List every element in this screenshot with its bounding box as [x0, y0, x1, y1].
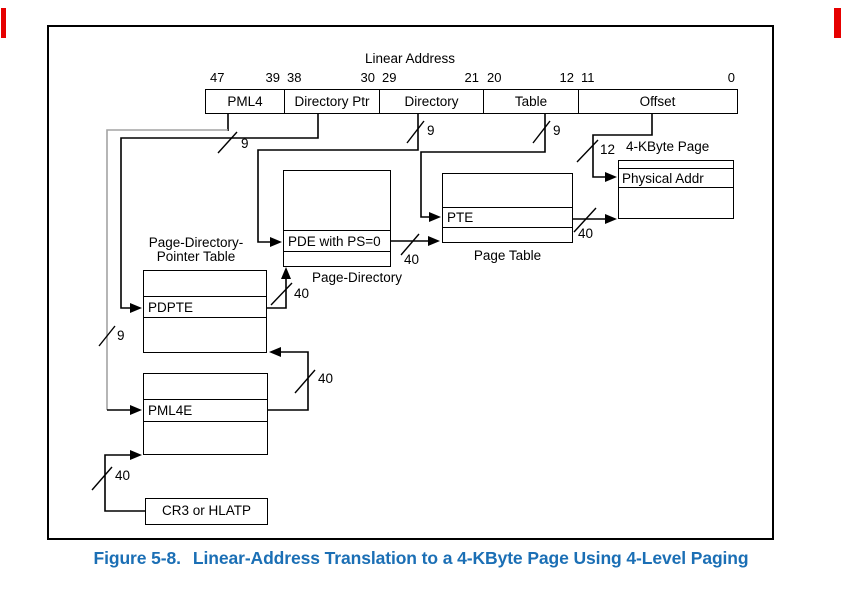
pdpt-box [143, 270, 267, 353]
label-page-directory: Page-Directory [311, 270, 403, 285]
bit-label-38: 38 [287, 70, 302, 85]
label-pdpt-line2: Pointer Table [156, 249, 236, 264]
width-label-pte: 40 [578, 226, 594, 241]
entry-pdpte: PDPTE [148, 300, 194, 315]
entry-pte: PTE [447, 210, 474, 225]
label-pdpt-line1: Page-Directory- [148, 235, 244, 250]
width-label-directory: 9 [427, 123, 435, 138]
width-label-pde: 40 [404, 252, 420, 267]
bit-label-39: 39 [265, 70, 280, 85]
red-annotation-right [834, 8, 841, 38]
divider [144, 421, 267, 422]
divider [284, 230, 390, 231]
divider [144, 399, 267, 400]
entry-physical-addr: Physical Addr [622, 171, 704, 186]
divider [619, 187, 733, 188]
label-4kbyte-page: 4-KByte Page [626, 139, 710, 154]
cr3-box: CR3 or HLATP [145, 498, 268, 525]
page-directory-box [283, 170, 391, 267]
width-label-pml4: 9 [117, 328, 125, 343]
page-table-box [442, 173, 573, 243]
divider [144, 296, 266, 297]
figure-frame [47, 25, 774, 540]
field-directory-ptr: Directory Ptr [284, 90, 379, 113]
bit-label-20: 20 [487, 70, 502, 85]
entry-pml4e: PML4E [148, 403, 193, 418]
bit-label-11: 11 [581, 70, 595, 85]
red-annotation-left [1, 8, 6, 38]
divider [284, 251, 390, 252]
label-page-table: Page Table [473, 248, 542, 263]
pml4-table-box [143, 373, 268, 455]
field-table: Table [483, 90, 578, 113]
divider [443, 227, 572, 228]
page-4k-box [618, 160, 734, 219]
figure-caption-prefix: Figure 5-8. [93, 548, 182, 568]
divider [144, 317, 266, 318]
divider [619, 168, 733, 169]
entry-pde: PDE with PS=0 [288, 234, 381, 249]
width-label-dirptr: 9 [241, 136, 249, 151]
divider [443, 207, 572, 208]
bit-label-21: 21 [464, 70, 479, 85]
figure-caption: Figure 5-8. Linear-Address Translation to… [0, 548, 842, 569]
field-directory: Directory [379, 90, 483, 113]
field-pml4: PML4 [227, 94, 263, 109]
bit-label-12: 12 [559, 70, 574, 85]
width-label-offset: 12 [600, 142, 616, 157]
figure-caption-text: Linear-Address Translation to a 4-KByte … [192, 548, 749, 568]
linear-address-box: PML4 Directory Ptr Directory Table Offse… [205, 89, 738, 114]
bit-label-47: 47 [210, 70, 225, 85]
bit-label-0: 0 [727, 70, 735, 85]
width-label-pml4e: 40 [318, 371, 334, 386]
linear-address-title: Linear Address [364, 51, 456, 66]
field-offset: Offset [578, 90, 736, 113]
width-label-table: 9 [553, 123, 561, 138]
bit-label-30: 30 [360, 70, 375, 85]
bit-label-29: 29 [382, 70, 397, 85]
width-label-pdpte: 40 [294, 286, 310, 301]
width-label-cr3: 40 [115, 468, 131, 483]
